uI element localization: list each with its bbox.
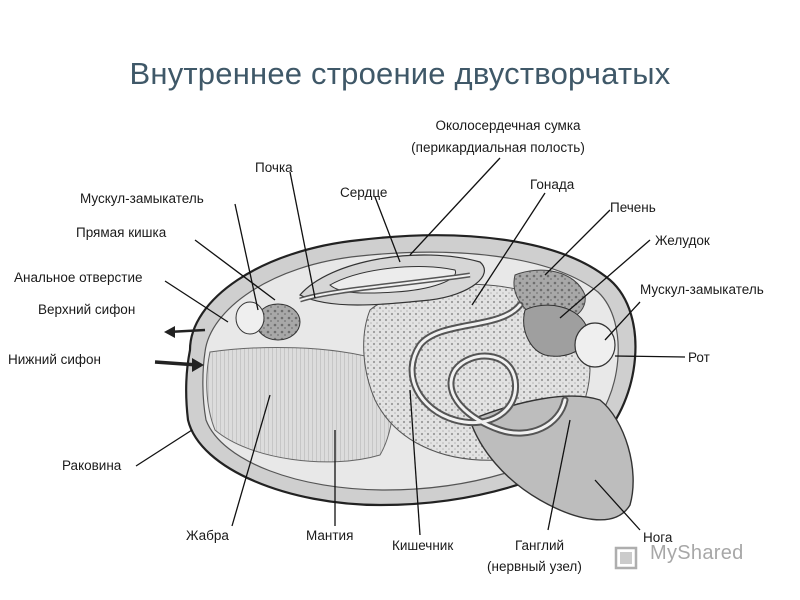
label-mantle: Мантия	[306, 528, 353, 543]
label-stomach: Желудок	[655, 233, 710, 248]
adductor-anterior	[575, 323, 615, 367]
label-shell: Раковина	[62, 458, 122, 473]
label-rectum: Прямая кишка	[76, 225, 167, 240]
label-heart: Сердце	[340, 185, 387, 200]
label-adductor-back: Мускул-замыкатель	[640, 282, 764, 297]
label-mouth: Рот	[688, 350, 710, 365]
label-upper-siphon: Верхний сифон	[38, 302, 135, 317]
label-anus: Анальное отверстие	[14, 270, 143, 285]
label-gill: Жабра	[186, 528, 229, 543]
label-ganglion-sub: (нервный узел)	[487, 559, 582, 574]
watermark-text: MyShared	[650, 542, 744, 565]
label-liver: Печень	[610, 200, 656, 215]
label-intestine: Кишечник	[392, 538, 453, 553]
label-pericardial: Околосердечная сумка	[435, 118, 581, 133]
adductor-posterior	[236, 302, 264, 334]
label-lower-siphon: Нижний сифон	[8, 352, 101, 367]
label-gonad: Гонада	[530, 177, 575, 192]
label-ganglion: Ганглий	[515, 538, 564, 553]
watermark-logo-icon	[612, 536, 652, 576]
label-adductor-front: Мускул-замыкатель	[80, 191, 204, 206]
label-kidney: Почка	[255, 160, 293, 175]
label-pericardial-sub: (перикардиальная полость)	[411, 140, 585, 155]
